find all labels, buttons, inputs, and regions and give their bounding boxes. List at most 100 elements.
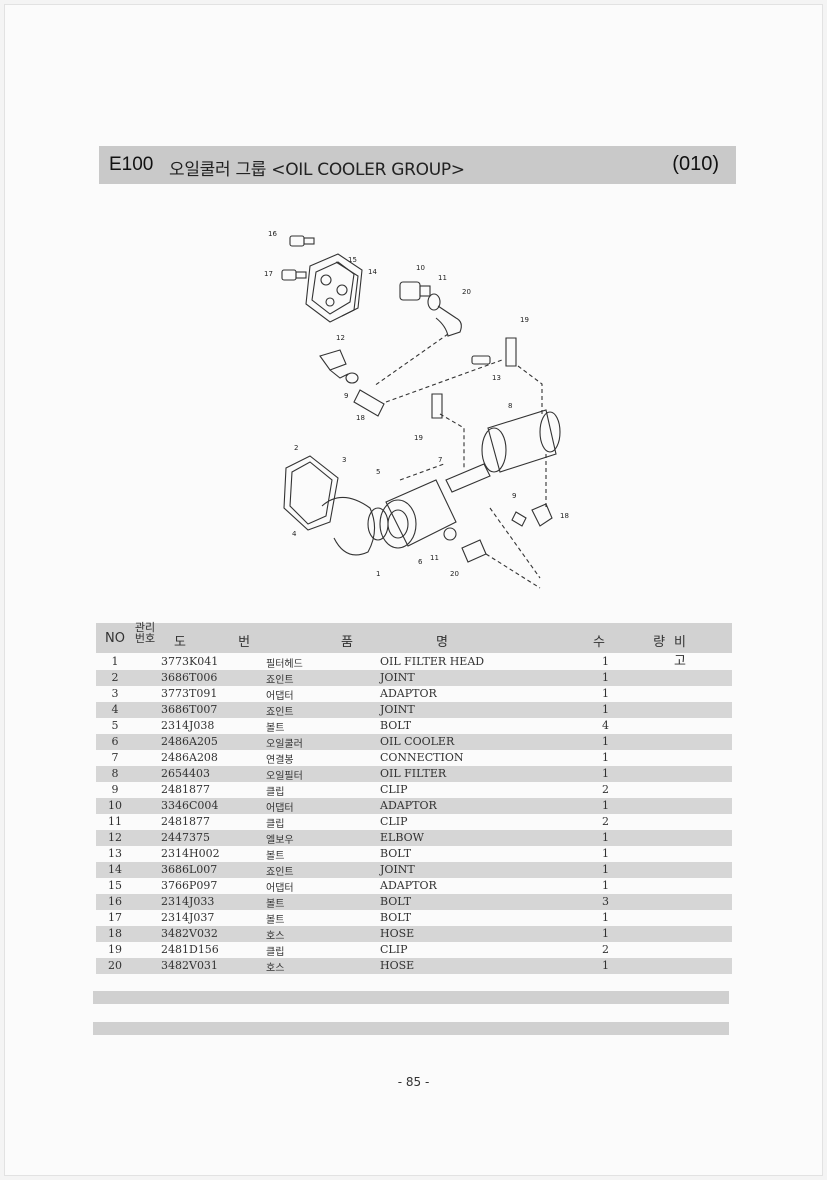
callout-label: 14 [368, 268, 377, 276]
row-number: 12 [108, 831, 122, 844]
korean-name: 호스 [266, 931, 285, 942]
row-number: 2 [111, 671, 119, 684]
part-number: 2447375 [161, 831, 210, 844]
quantity: 1 [602, 863, 609, 876]
part-number: 2314J033 [161, 895, 215, 908]
korean-name: 볼트 [266, 899, 285, 910]
part-number: 3482V032 [161, 927, 218, 940]
quantity: 1 [602, 735, 609, 748]
part-number: 3482V031 [161, 959, 218, 972]
korean-name: 볼트 [266, 915, 285, 926]
row-number: 17 [108, 911, 122, 924]
english-name: ADAPTOR [380, 687, 437, 700]
row-number: 4 [111, 703, 119, 716]
row-number: 14 [108, 863, 122, 876]
row-number: 9 [111, 783, 119, 796]
quantity: 4 [602, 719, 609, 732]
callout-label: 18 [356, 414, 365, 422]
empty-row-band [93, 991, 729, 1004]
quantity: 1 [602, 799, 609, 812]
table-row: 4 3686T007 죠인트 JOINT 1 [96, 702, 732, 718]
callout-label: 19 [414, 434, 423, 442]
korean-name: 어댑터 [266, 803, 294, 814]
filter-head-part [283, 455, 389, 556]
callout-label: 13 [492, 374, 501, 382]
english-name: ADAPTOR [380, 879, 437, 892]
header-part: 품 [341, 635, 353, 650]
english-name: CLIP [380, 943, 408, 956]
quantity: 1 [602, 767, 609, 780]
quantity: 1 [602, 847, 609, 860]
english-name: CLIP [380, 783, 408, 796]
english-name: OIL FILTER [380, 767, 447, 780]
callout-label: 6 [418, 558, 423, 566]
part-number: 3686T007 [161, 703, 218, 716]
english-name: BOLT [380, 847, 412, 860]
english-name: JOINT [380, 703, 415, 716]
part-number: 2654403 [161, 767, 210, 780]
lower-hose-part [443, 503, 553, 563]
quantity: 1 [602, 959, 609, 972]
row-number: 6 [111, 735, 119, 748]
quantity: 2 [602, 783, 609, 796]
part-number: 3773K041 [161, 655, 219, 668]
english-name: JOINT [380, 671, 415, 684]
hose-part [353, 389, 385, 417]
quantity: 2 [602, 815, 609, 828]
part-number: 2486A208 [161, 751, 218, 764]
page-number: - 85 - [397, 1075, 430, 1089]
callout-label: 3 [342, 456, 346, 464]
korean-name: 클립 [266, 947, 285, 958]
korean-name: 필터헤드 [266, 659, 303, 670]
korean-name: 오일쿨러 [266, 739, 303, 750]
bolt-part [281, 235, 315, 281]
quantity: 1 [602, 751, 609, 764]
part-number: 3346C004 [161, 799, 219, 812]
callout-label: 11 [438, 274, 447, 282]
row-number: 1 [111, 655, 119, 668]
part-number: 2481D156 [161, 943, 219, 956]
header-no: NO [105, 631, 125, 646]
korean-name: 오일필터 [266, 771, 303, 782]
callout-labels: 16 15 14 17 10 11 20 19 12 13 9 18 19 8 … [264, 230, 569, 578]
korean-name: 죠인트 [266, 707, 294, 718]
callout-label: 1 [376, 570, 380, 578]
korean-name: 볼트 [266, 723, 285, 734]
korean-name: 엘보우 [266, 835, 294, 846]
elbow-part [319, 349, 359, 384]
english-name: ELBOW [380, 831, 424, 844]
empty-row-band [93, 1022, 729, 1035]
row-number: 19 [108, 943, 122, 956]
quantity: 1 [602, 911, 609, 924]
parts-table-header: NO 관리 번호 도 번 품 명 수 량 비 고 [96, 621, 732, 669]
korean-name: 어댑터 [266, 691, 294, 702]
row-number: 16 [108, 895, 122, 908]
header-mgmt-no: 관리 번호 [134, 621, 156, 645]
quantity: 1 [602, 831, 609, 844]
oil-cooler-part [379, 479, 457, 549]
english-name: OIL COOLER [380, 735, 455, 748]
quantity: 1 [602, 703, 609, 716]
english-name: ADAPTOR [380, 799, 437, 812]
callout-label: 7 [438, 456, 442, 464]
callout-label: 19 [520, 316, 529, 324]
callout-label: 12 [336, 334, 345, 342]
row-number: 8 [111, 767, 119, 780]
section-code: E100 [109, 154, 154, 175]
table-row: 12 2447375 엘보우 ELBOW 1 [96, 830, 732, 846]
english-name: JOINT [380, 863, 415, 876]
adaptor-plate-part [305, 253, 363, 323]
english-name: OIL FILTER HEAD [380, 655, 485, 668]
quantity: 3 [602, 895, 609, 908]
callout-label: 11 [430, 554, 439, 562]
